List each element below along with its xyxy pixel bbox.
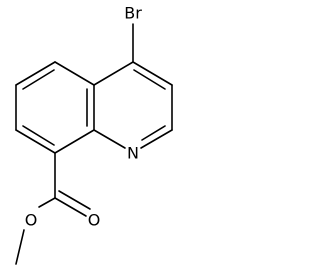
- bond-carbonyl-ester-oxygen: [38, 197, 56, 208]
- bond-c4a-c5: [54, 61, 95, 86]
- bond-ester-oxygen-methyl: [15, 229, 25, 265]
- benzene-ring: [15, 61, 95, 154]
- methyl-ester-group: [15, 152, 91, 265]
- double-bond-c2-n1-inner: [141, 125, 166, 141]
- bromine-label: Br: [124, 4, 142, 23]
- bond-c4-c3: [132, 61, 173, 86]
- bond-n1-c8a: [93, 129, 126, 149]
- carbonyl-double-bond-outer: [54, 197, 87, 217]
- structure-diagram: Br N O O: [15, 4, 173, 265]
- bond-c8-c8a: [54, 129, 95, 154]
- nitrogen-label: N: [127, 144, 139, 163]
- carbonyl-double-bond-inner: [58, 190, 91, 210]
- ester-oxygen-label: O: [25, 211, 38, 230]
- carbonyl-oxygen-label: O: [88, 211, 101, 230]
- bond-c5-c6: [15, 61, 56, 86]
- pyridine-ring: [93, 61, 173, 149]
- bond-c4a-c4: [93, 61, 134, 86]
- double-bond-c4-c3-inner: [133, 69, 166, 90]
- double-bond-c7-c8-inner: [22, 125, 55, 146]
- bond-c7-c8: [15, 129, 56, 154]
- double-bond-c5-c6-inner: [22, 69, 55, 90]
- bond-c2-n1: [140, 129, 173, 149]
